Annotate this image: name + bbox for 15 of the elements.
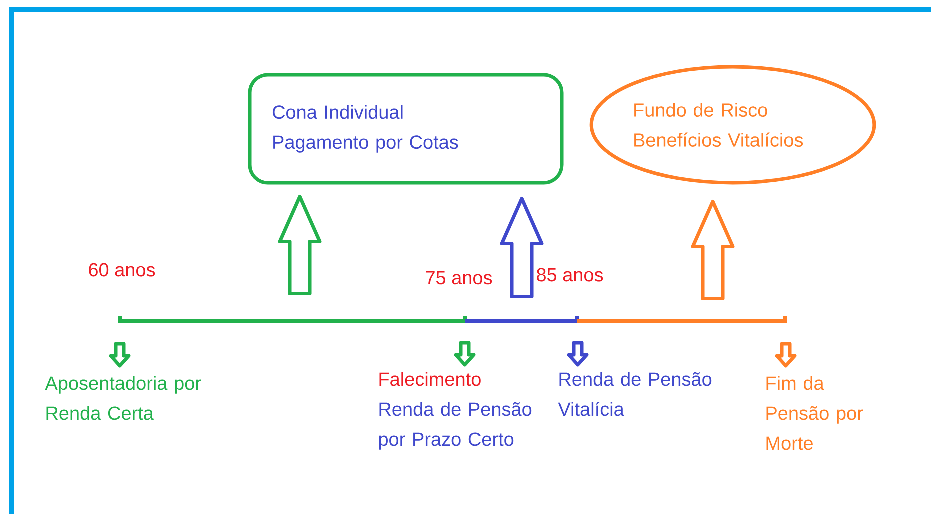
hollow-arrow [500, 197, 544, 298]
hollow-arrow [775, 342, 797, 368]
timeline-caption: Aposentadoria por Renda Certa [45, 376, 202, 420]
timeline-caption: Fim da Pensão por Morte [766, 376, 864, 450]
age-label: 75 anos [426, 271, 492, 285]
timeline-caption: Renda de Pensão Vitalícia [558, 372, 712, 416]
age-label: 85 anos [537, 268, 604, 282]
hollow-arrow [278, 195, 322, 296]
hollow-arrow [454, 341, 476, 367]
rounded-box: Cona Individual Pagamento por Cotas [248, 73, 564, 185]
hollow-arrow [691, 200, 735, 300]
hollow-arrow [109, 342, 131, 368]
age-label: 60 anos [89, 263, 156, 277]
timeline-caption: Falecimento Renda de Pensão por Prazo Certo [379, 372, 532, 450]
hollow-arrow [567, 341, 589, 367]
